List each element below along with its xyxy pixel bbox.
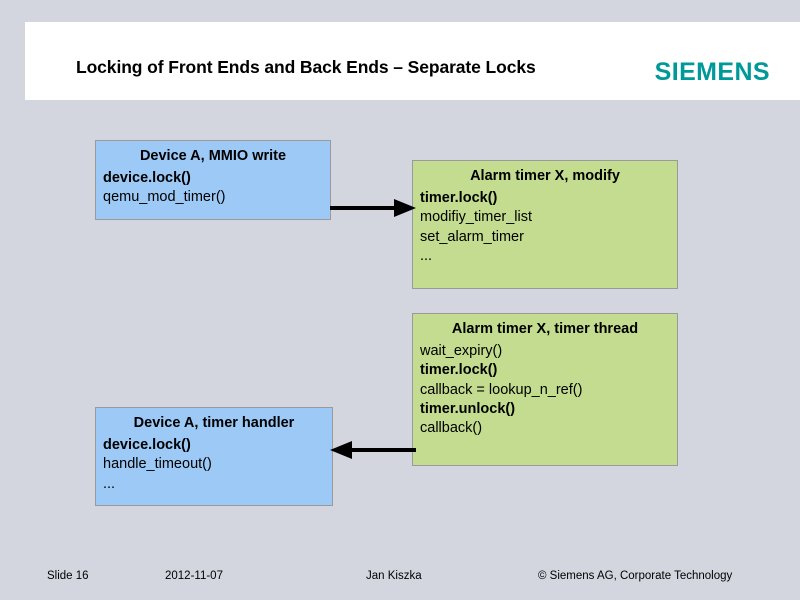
- code-line: callback(): [420, 420, 483, 437]
- box-title: Device A, timer handler: [133, 415, 295, 431]
- footer-copyright: © Siemens AG, Corporate Technology: [538, 570, 733, 582]
- slide-footer: Slide 16 2012-11-07 Jan Kiszka © Siemens…: [0, 570, 800, 594]
- box-body: device.lock() qemu_mod_timer(): [103, 169, 330, 208]
- code-line: modifiy_timer_list: [420, 209, 532, 226]
- code-line: timer.lock(): [420, 190, 498, 207]
- arrow-right-icon: [330, 199, 416, 217]
- box-title: Alarm timer X, timer thread: [451, 321, 639, 337]
- box-body: device.lock() handle_timeout() ...: [103, 436, 332, 494]
- code-line: wait_expiry(): [420, 343, 503, 360]
- footer-slide-number: Slide 16: [47, 570, 89, 582]
- footer-date: 2012-11-07: [165, 570, 223, 582]
- code-line: device.lock(): [103, 437, 191, 454]
- arrow-left-icon: [330, 441, 416, 459]
- box-body: timer.lock() modifiy_timer_list set_alar…: [420, 189, 677, 266]
- page-title: Locking of Front Ends and Back Ends – Se…: [76, 57, 536, 77]
- box-body: wait_expiry() timer.lock() callback = lo…: [420, 342, 677, 438]
- box-title: Alarm timer X, modify: [470, 168, 620, 184]
- code-line: handle_timeout(): [103, 456, 212, 473]
- code-line: device.lock(): [103, 170, 191, 187]
- box-alarm-timer-modify: Alarm timer X, modify timer.lock() modif…: [412, 160, 678, 289]
- code-line: qemu_mod_timer(): [103, 189, 226, 206]
- box-title: Device A, MMIO write: [139, 148, 287, 164]
- box-alarm-timer-thread: Alarm timer X, timer thread wait_expiry(…: [412, 313, 678, 466]
- code-line: callback = lookup_n_ref(): [420, 381, 583, 398]
- box-device-a-mmio-write: Device A, MMIO write device.lock() qemu_…: [95, 140, 331, 220]
- box-device-a-timer-handler: Device A, timer handler device.lock() ha…: [95, 407, 333, 506]
- code-line: timer.lock(): [420, 362, 498, 379]
- siemens-logo: SIEMENS: [654, 58, 770, 86]
- code-line: ...: [420, 247, 433, 264]
- footer-author: Jan Kiszka: [366, 570, 422, 582]
- code-line: ...: [103, 475, 116, 492]
- code-line: set_alarm_timer: [420, 228, 524, 245]
- code-line: timer.unlock(): [420, 400, 516, 417]
- title-band: Locking of Front Ends and Back Ends – Se…: [25, 22, 800, 100]
